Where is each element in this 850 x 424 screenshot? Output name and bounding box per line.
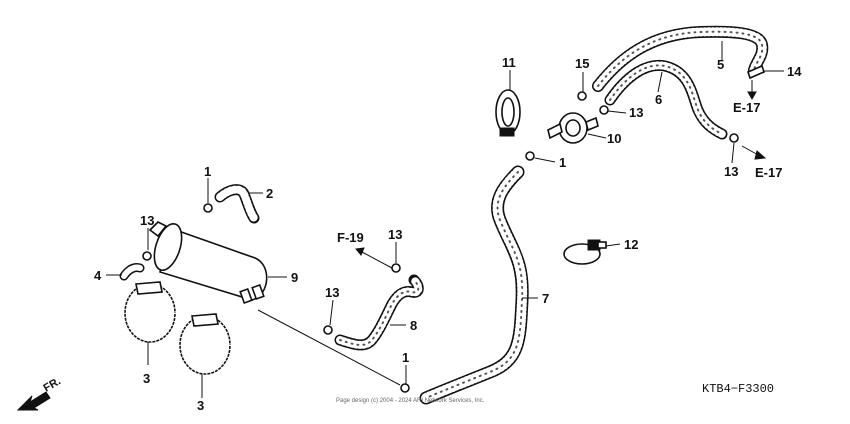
callout-10: 10 [607,131,621,146]
callout-labels: 1 1 1 2 3 3 4 5 6 7 8 9 10 11 12 13 13 1… [94,55,802,413]
ref-arrows [355,80,767,269]
clamp-12 [563,239,607,265]
hose-2 [214,184,260,224]
band-3-left [122,281,178,345]
callout-7: 7 [542,291,549,306]
front-label: FR. [42,375,63,394]
callout-11: 11 [502,55,516,70]
callout-1: 1 [402,350,409,365]
callout-13: 13 [388,227,402,242]
hose-6 [604,59,728,140]
hose-7 [419,165,529,405]
band-3-right [177,313,233,377]
hose-5 [592,25,769,92]
callout-6: 6 [655,92,662,107]
ref-f19[interactable]: F-19 [337,230,364,245]
holder-11 [495,89,521,137]
callout-5: 5 [717,57,724,72]
callout-14: 14 [787,64,802,79]
clips [142,64,765,393]
callout-1: 1 [559,155,566,170]
callout-13: 13 [724,164,738,179]
callout-13: 13 [629,105,643,120]
callout-4: 4 [94,268,102,283]
hose-8 [334,274,424,351]
callout-13: 13 [325,285,339,300]
hose-4 [119,263,145,281]
ref-e17-top[interactable]: E-17 [733,100,760,115]
canister-9 [148,221,268,305]
diagram-code: KTB4−F3300 [702,382,774,396]
callout-9: 9 [291,270,298,285]
front-arrow: FR. [16,375,63,411]
ref-e17-bottom[interactable]: E-17 [755,165,782,180]
leader-lines [106,41,784,398]
callout-3: 3 [143,371,150,386]
callout-8: 8 [410,318,417,333]
callout-13: 13 [140,213,154,228]
callout-15: 15 [575,56,589,71]
callout-12: 12 [624,237,638,252]
callout-3: 3 [197,398,204,413]
copyright-text: Page design (c) 2004 - 2024 ARI Network … [336,398,485,404]
callout-2: 2 [266,186,273,201]
callout-1: 1 [204,164,211,179]
valve-10 [547,112,599,144]
